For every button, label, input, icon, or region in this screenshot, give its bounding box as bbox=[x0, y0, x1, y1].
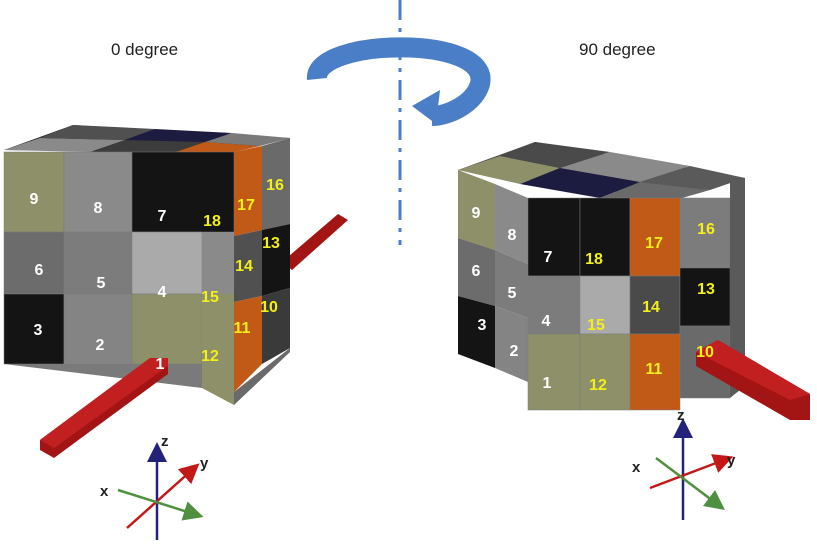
cube90-label-18: 18 bbox=[585, 251, 603, 268]
axis-right-y-label: y bbox=[727, 452, 736, 469]
cube90-label-14: 14 bbox=[642, 299, 660, 316]
cube90-label-9: 9 bbox=[472, 205, 481, 222]
cube0-label-15: 15 bbox=[201, 289, 219, 306]
cube90-label-8: 8 bbox=[508, 227, 517, 244]
cube0-label-4: 4 bbox=[158, 284, 167, 301]
cube0-label-9: 9 bbox=[30, 191, 39, 208]
rod-back-left bbox=[282, 214, 348, 270]
axis-left-z-label: z bbox=[161, 433, 169, 450]
cube0-label-14: 14 bbox=[235, 258, 253, 275]
cube0-label-1: 1 bbox=[156, 356, 165, 373]
cube90-left-face bbox=[458, 170, 528, 382]
cube90-label-10: 10 bbox=[696, 344, 714, 361]
cube90-label-13: 13 bbox=[697, 281, 715, 298]
axis-triad-right: z y x bbox=[632, 407, 736, 520]
cube0-label-13: 13 bbox=[262, 235, 280, 252]
cube0-label-10: 10 bbox=[260, 299, 278, 316]
cube90-label-4: 4 bbox=[542, 313, 551, 330]
caption-0-degree: 0 degree bbox=[111, 40, 179, 59]
cube0-label-8: 8 bbox=[94, 200, 103, 217]
cube-side-face bbox=[234, 138, 290, 405]
cube90-label-6: 6 bbox=[472, 263, 481, 280]
cube90-label-5: 5 bbox=[508, 285, 517, 302]
rotation-arrow-icon bbox=[307, 37, 491, 126]
cube90-label-17: 17 bbox=[645, 235, 663, 252]
cube0-label-6: 6 bbox=[35, 262, 44, 279]
cube90-label-16: 16 bbox=[697, 221, 715, 238]
cube-90-degree: 9 8 6 5 3 2 7 18 17 16 4 15 14 13 1 12 1… bbox=[458, 142, 810, 420]
caption-90-degree: 90 degree bbox=[579, 40, 656, 59]
axis-triad-left: z y x bbox=[100, 433, 209, 540]
cube0-label-16: 16 bbox=[266, 177, 284, 194]
cube0-label-18: 18 bbox=[203, 213, 221, 230]
cube90-label-12: 12 bbox=[589, 377, 607, 394]
axis-left-y-label: y bbox=[200, 455, 209, 472]
cube-0-degree: 9 8 7 6 5 4 3 2 1 18 17 16 15 14 13 12 1… bbox=[3, 125, 348, 458]
cube0-label-11: 11 bbox=[234, 320, 251, 337]
cube90-label-7: 7 bbox=[544, 249, 553, 266]
cube-front-face bbox=[3, 151, 235, 405]
cube0-label-2: 2 bbox=[96, 337, 105, 354]
cube0-label-3: 3 bbox=[34, 322, 43, 339]
cube90-label-11: 11 bbox=[646, 361, 663, 378]
cube90-label-3: 3 bbox=[478, 317, 487, 334]
axis-left-x-label: x bbox=[100, 483, 109, 500]
cube0-label-7: 7 bbox=[158, 208, 167, 225]
cube90-label-15: 15 bbox=[587, 317, 605, 334]
cube0-label-12: 12 bbox=[201, 348, 219, 365]
cube0-label-17: 17 bbox=[237, 197, 255, 214]
cube90-label-1: 1 bbox=[543, 375, 552, 392]
cube90-label-2: 2 bbox=[510, 343, 519, 360]
axis-right-x-label: x bbox=[632, 459, 641, 476]
axis-right-z-label: z bbox=[677, 407, 685, 424]
cube0-label-5: 5 bbox=[97, 275, 106, 292]
